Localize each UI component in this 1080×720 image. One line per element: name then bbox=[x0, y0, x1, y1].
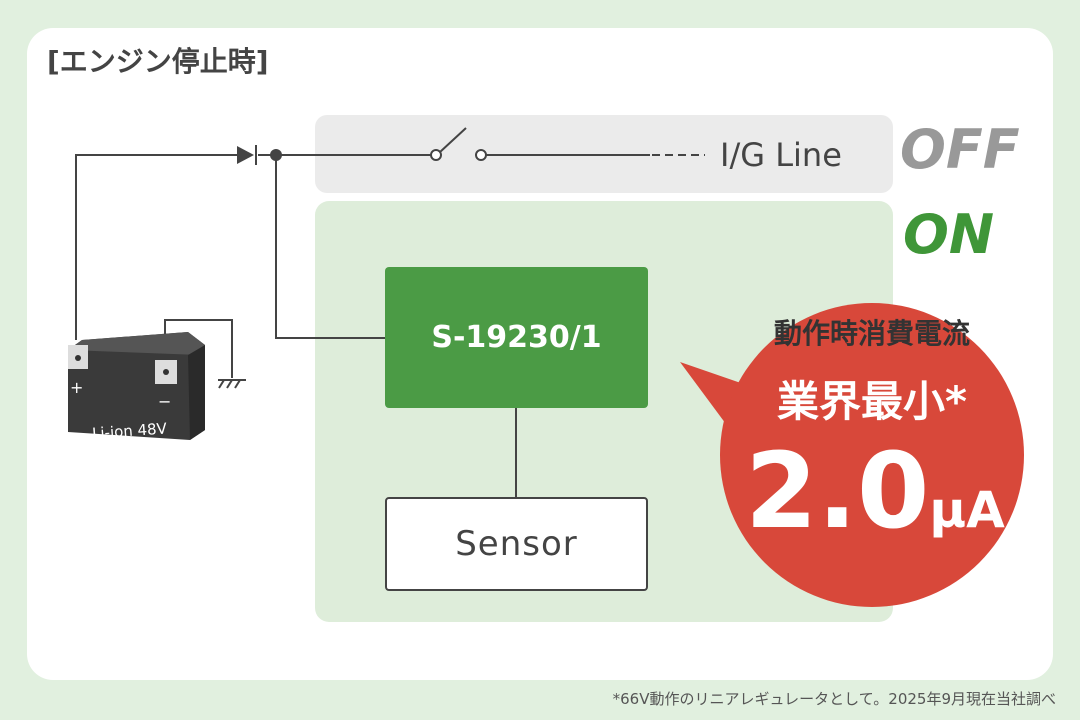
battery-minus: − bbox=[158, 392, 172, 411]
diode-icon bbox=[237, 146, 254, 164]
state-on: ON bbox=[903, 203, 995, 266]
page-title: [エンジン停止時] bbox=[47, 45, 269, 78]
badge-value: 2.0μA bbox=[740, 430, 1010, 552]
badge-line2: 業界最小* bbox=[777, 377, 967, 426]
chip-block: S-19230/1 bbox=[385, 267, 648, 408]
badge-number: 2.0 bbox=[745, 430, 930, 552]
state-off: OFF bbox=[900, 118, 1020, 181]
badge-line1: 動作時消費電流 bbox=[773, 317, 970, 350]
switch-contact bbox=[475, 149, 487, 161]
badge-unit: μA bbox=[929, 481, 1005, 539]
junction-node bbox=[270, 149, 282, 161]
footnote: *66V動作のリニアレギュレータとして。2025年9月現在当社調べ bbox=[612, 690, 1056, 708]
battery-plus: + bbox=[70, 378, 84, 397]
ig-line-label: I/G Line bbox=[720, 136, 842, 174]
switch-contact bbox=[430, 149, 442, 161]
sensor-block: Sensor bbox=[385, 497, 648, 591]
battery-icon bbox=[68, 332, 205, 440]
badge-bubble bbox=[680, 303, 1024, 607]
